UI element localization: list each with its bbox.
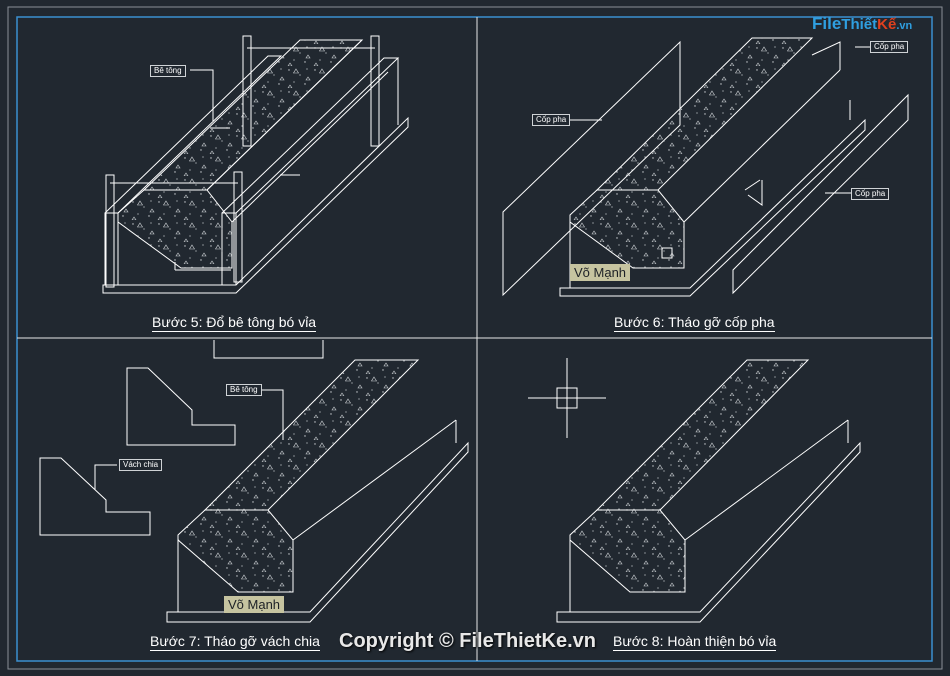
logo-thiet: Thiết (841, 16, 878, 33)
label-concrete-step5: Bê tông (150, 65, 186, 77)
label-formwork-left: Cốp pha (532, 114, 571, 126)
label-formwork-top: Cốp pha (870, 41, 909, 53)
logo-ke: Kế (877, 16, 897, 33)
logo-file: File (812, 14, 842, 33)
label-formwork-right: Cốp pha (851, 188, 890, 200)
panel-step-8-drawing (528, 358, 861, 623)
caption-step-7: Bước 7: Tháo gỡ vách chia (150, 633, 320, 651)
copyright-watermark: Copyright © FileThietKe.vn (339, 630, 596, 652)
panel-step-5-drawing (102, 35, 409, 294)
panel-step-6-drawing (502, 37, 909, 297)
site-logo[interactable]: FileThiếtKế.vn (812, 14, 912, 34)
caption-step-5: Bước 5: Đổ bê tông bó vỉa (152, 314, 317, 332)
label-divider: Vách chia (119, 459, 163, 471)
logo-vn: .vn (896, 20, 913, 32)
drawing-frame (7, 6, 943, 670)
caption-step-6: Bước 6: Tháo gỡ cốp pha (614, 314, 775, 332)
author-stamp: Võ Mạnh (570, 264, 631, 281)
crosshair-cursor-icon (528, 358, 606, 438)
caption-step-8: Bước 8: Hoàn thiện bó vỉa (613, 633, 777, 651)
panel-step-7-drawing (39, 340, 469, 623)
label-concrete-step7: Bê tông (226, 384, 262, 396)
author-stamp-2: Võ Mạnh (224, 596, 285, 613)
